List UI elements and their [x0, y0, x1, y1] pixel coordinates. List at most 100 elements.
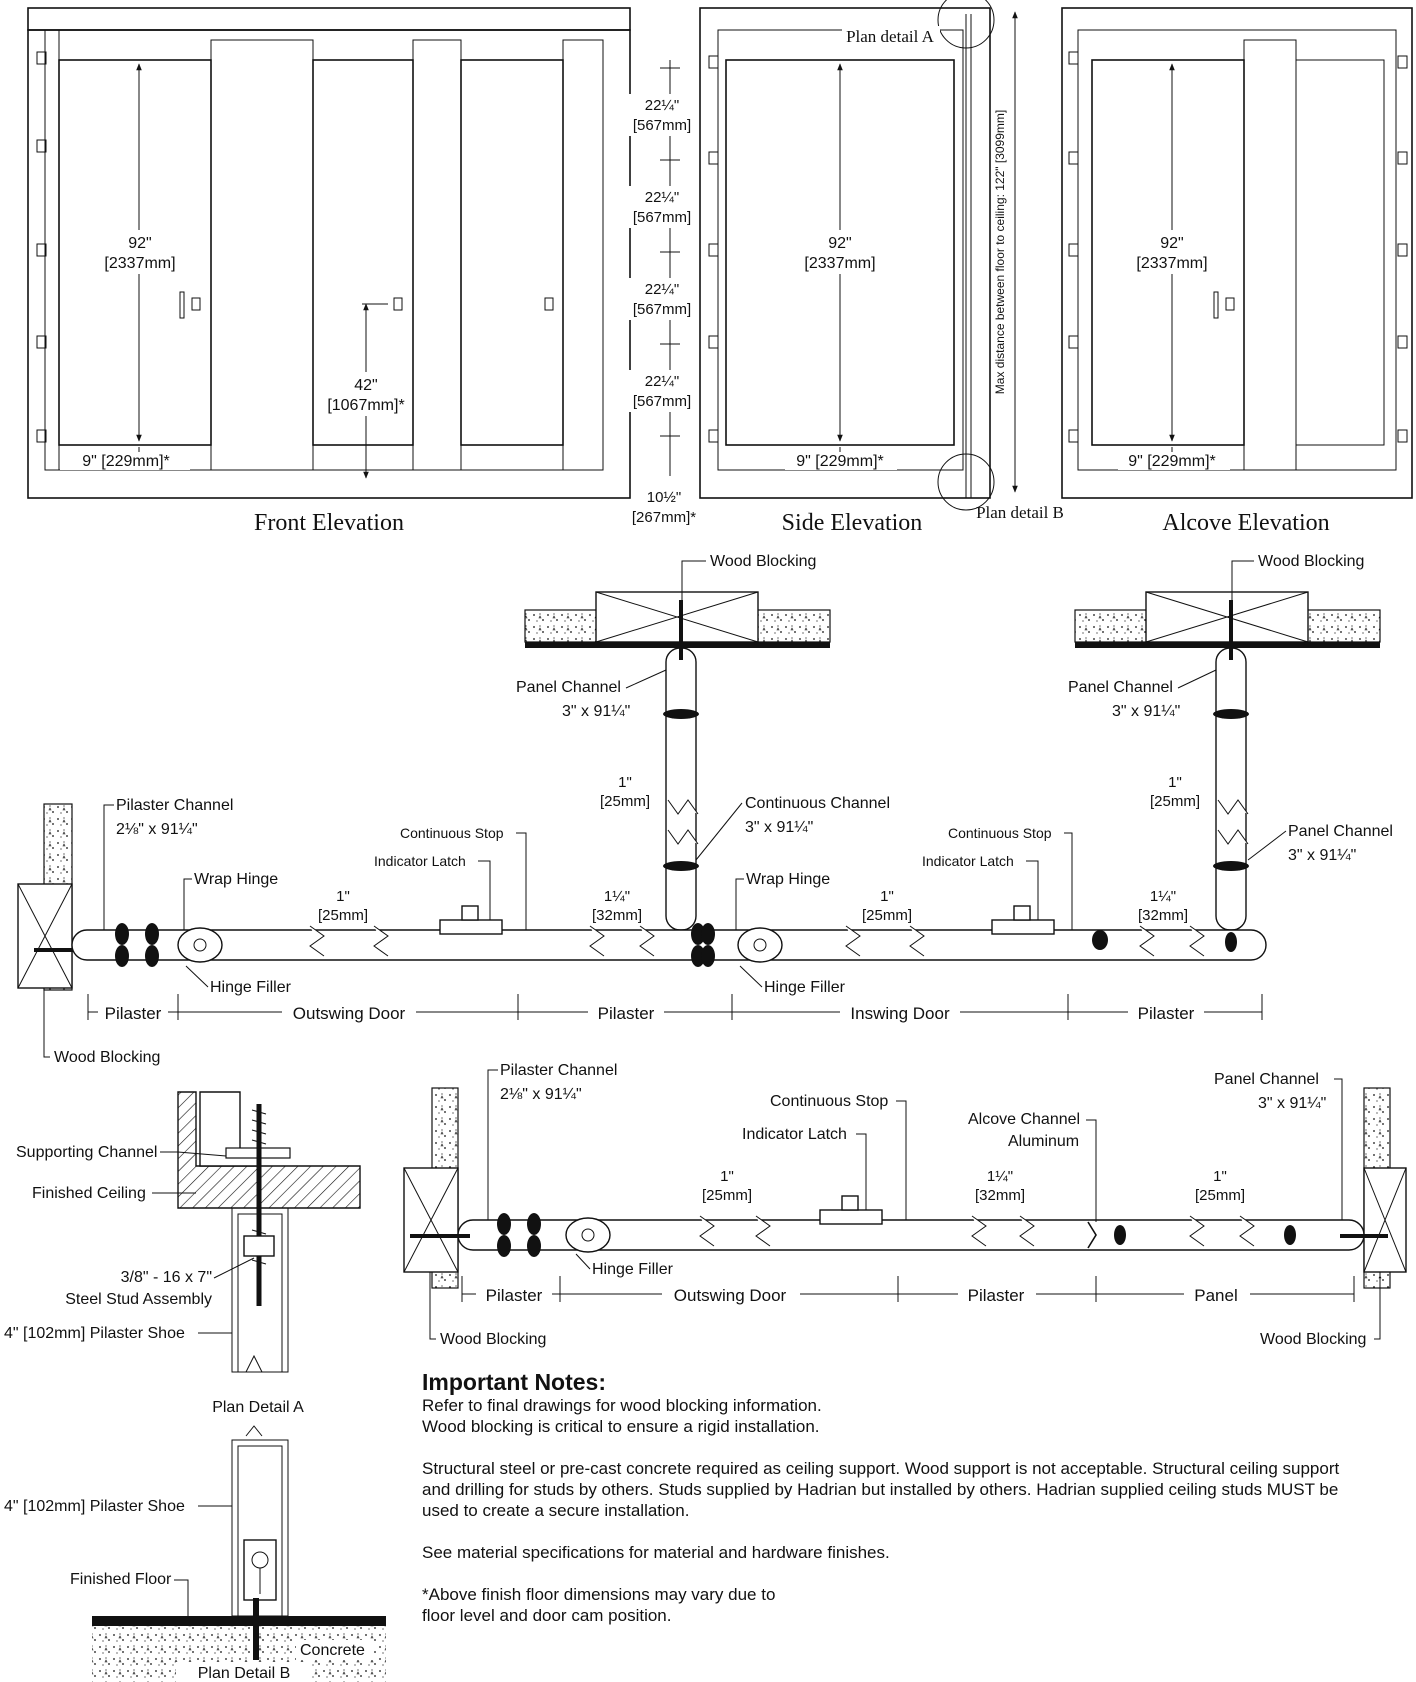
top-segment-dims — [87, 994, 1263, 1022]
bottom-segment-pilaster-2: Pilaster — [968, 1286, 1025, 1305]
vertical-panel-2 — [1215, 647, 1247, 931]
notes-p1-line1: Refer to final drawings for wood blockin… — [422, 1396, 822, 1415]
detail-a-supporting-channel: Supporting Channel — [16, 1144, 157, 1161]
label-panel-channel-2-size: 3" x 91¼" — [1112, 703, 1180, 720]
label-wood-blocking-bottom-left: Wood Blocking — [440, 1331, 546, 1348]
stud-spacing-4-mm: [567mm] — [633, 393, 691, 410]
label-pilaster-channel-bottom: Pilaster Channel — [500, 1062, 617, 1079]
top-segment-pilaster-3: Pilaster — [1138, 1004, 1195, 1023]
notes-paragraph-3: See material specifications for material… — [422, 1543, 890, 1562]
alcove-door-height: 92" — [1160, 235, 1183, 252]
side-elevation: 92" [2337mm] 9" [229mm]* Max distance be… — [699, 0, 1064, 536]
bottom-dim-2-mm: [32mm] — [975, 1187, 1025, 1204]
label-hinge-filler-2: Hinge Filler — [764, 979, 846, 996]
alcove-door-latch — [1225, 297, 1235, 311]
side-door-height-mm: [2337mm] — [804, 255, 875, 272]
bottom-dim-3: 1" — [1213, 1168, 1227, 1185]
front-door-3 — [460, 59, 564, 446]
break-lines-bottom — [699, 1215, 1255, 1247]
label-wrap-hinge-2: Wrap Hinge — [746, 871, 830, 888]
bottom-segment-dims — [461, 1276, 1355, 1304]
label-panel-channel-1-size: 3" x 91¼" — [562, 703, 630, 720]
bottom-wrap-hinge — [565, 1217, 611, 1253]
top-dim-4: 1" — [880, 888, 894, 905]
notes-p4-line1: *Above finish floor dimensions may vary … — [422, 1585, 776, 1604]
stud-spacing-1-mm: [567mm] — [633, 117, 691, 134]
label-hinge-filler-bottom: Hinge Filler — [592, 1261, 674, 1278]
label-panel-channel-3-size: 3" x 91¼" — [1288, 847, 1356, 864]
top-dim-6-mm: [32mm] — [1138, 907, 1188, 924]
label-panel-channel-bottom-size: 3" x 91¼" — [1258, 1095, 1326, 1112]
notes-p1-line2: Wood blocking is critical to ensure a ri… — [422, 1417, 820, 1436]
plan-detail-a-label: Plan detail A — [846, 27, 935, 46]
front-door-height-mm: [2337mm] — [104, 255, 175, 272]
label-indicator-latch-1: Indicator Latch — [374, 853, 466, 869]
label-panel-channel-2: Panel Channel — [1068, 679, 1173, 696]
stud-spacing-2-mm: [567mm] — [633, 209, 691, 226]
bottom-segment-pilaster-1: Pilaster — [486, 1286, 543, 1305]
plan-detail-a: Supporting Channel Finished Ceiling 3/8"… — [4, 1091, 361, 1416]
front-door-1-latch — [191, 297, 201, 311]
bottom-hardware — [497, 1213, 1296, 1257]
top-dim-6: 1¼" — [1150, 888, 1176, 905]
label-indicator-latch-bottom: Indicator Latch — [742, 1126, 847, 1143]
important-notes: Important Notes: Refer to final drawings… — [422, 1371, 1342, 1647]
plan-detail-b-callout — [937, 453, 995, 511]
alcove-wall-brackets — [1068, 51, 1408, 443]
bottom-dim-1: 1" — [720, 1168, 734, 1185]
top-dim-4-mm: [25mm] — [862, 907, 912, 924]
detail-b-finished-floor — [92, 1616, 386, 1626]
top-dim-2: 1" — [618, 774, 632, 791]
front-left-wall-pilaster — [44, 29, 60, 471]
detail-b-finished-floor-label: Finished Floor — [70, 1571, 172, 1588]
plan-detail-b: 4" [102mm] Pilaster Shoe Finished Floor … — [4, 1425, 386, 1682]
front-floor-clearance: 9" [229mm]* — [82, 453, 170, 470]
front-door-2-latch — [393, 297, 403, 311]
label-wood-blocking-2: Wood Blocking — [1258, 553, 1364, 570]
detail-a-stud-assembly: Steel Stud Assembly — [65, 1291, 212, 1308]
bottom-segment-outswing-door: Outswing Door — [674, 1286, 787, 1305]
stud-spacing-1: 22¼" — [645, 97, 680, 114]
alcove-elevation: 92" [2337mm] 9" [229mm]* Alcove Elevatio… — [1061, 7, 1413, 536]
side-floor-clearance: 9" [229mm]* — [796, 453, 884, 470]
label-continuous-stop-2: Continuous Stop — [948, 825, 1052, 841]
top-dim-1-mm: [25mm] — [318, 907, 368, 924]
plan-detail-a-callout — [937, 0, 995, 49]
plan-detail-b-label: Plan detail B — [976, 503, 1064, 522]
stud-spacing-3: 22¼" — [645, 281, 680, 298]
detail-a-pilaster-shoe-label: 4" [102mm] Pilaster Shoe — [4, 1325, 185, 1342]
front-elevation: 92" [2337mm] 9" [229mm]* 42" [1067mm]* F… — [27, 7, 631, 536]
label-wood-blocking-left: Wood Blocking — [54, 1049, 160, 1066]
alcove-pilaster — [1243, 39, 1297, 471]
top-segment-pilaster-2: Pilaster — [598, 1004, 655, 1023]
top-segment-pilaster-1: Pilaster — [105, 1004, 162, 1023]
plan-view-bottom: 1" [25mm] 1¼" [32mm] 1" [25mm] Pilaster … — [403, 1062, 1407, 1348]
stud-spacing-3-mm: [567mm] — [633, 301, 691, 318]
top-dim-3-mm: [32mm] — [592, 907, 642, 924]
top-segment-inswing-door: Inswing Door — [850, 1004, 950, 1023]
side-door-height: 92" — [828, 235, 851, 252]
bottom-spacing: 10½" — [647, 489, 682, 506]
stud-spacing-2: 22¼" — [645, 189, 680, 206]
side-elevation-frame — [699, 7, 991, 499]
bottom-dim-2: 1¼" — [987, 1168, 1013, 1185]
front-elevation-title: Front Elevation — [254, 510, 404, 536]
label-wood-blocking-bottom-right: Wood Blocking — [1260, 1331, 1366, 1348]
top-dim-3: 1¼" — [604, 888, 630, 905]
label-alcove-channel: Alcove Channel — [968, 1111, 1080, 1128]
stud-spacing-4: 22¼" — [645, 373, 680, 390]
top-hardware — [115, 923, 1237, 967]
front-door-1-handle — [179, 291, 185, 319]
label-wrap-hinge-1: Wrap Hinge — [194, 871, 278, 888]
indicator-latch-2 — [991, 919, 1055, 935]
front-pilaster-1 — [210, 39, 314, 471]
front-pilaster-2 — [412, 39, 462, 471]
max-ceiling-note: Max distance between floor to ceiling: 1… — [993, 110, 1007, 394]
detail-b-title: Plan Detail B — [198, 1665, 291, 1682]
vertical-panel-1 — [665, 647, 697, 931]
alcove-panel — [1295, 59, 1385, 446]
label-continuous-stop-1: Continuous Stop — [400, 825, 504, 841]
front-headrail — [27, 7, 631, 31]
